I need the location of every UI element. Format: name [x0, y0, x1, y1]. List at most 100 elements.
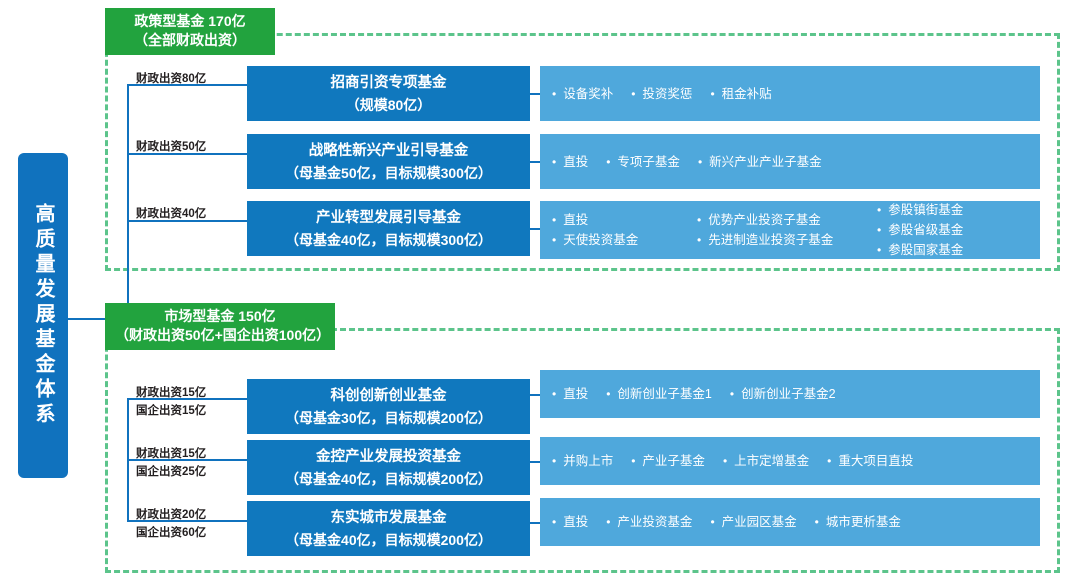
- detail-item: •产业子基金: [631, 451, 705, 471]
- fund-subtitle-market-3: （母基金40亿，目标规模200亿）: [285, 531, 492, 548]
- detail-item: •天使投资基金: [552, 230, 697, 250]
- detail-item: •直投: [552, 512, 588, 532]
- bullet-icon: •: [552, 233, 557, 247]
- detail-item: •直投: [552, 384, 588, 404]
- bullet-icon: •: [606, 515, 611, 529]
- fund-title-market-1: 科创创新创业基金: [330, 387, 447, 404]
- detail-item: •并购上市: [552, 451, 613, 471]
- bullet-icon: •: [697, 154, 703, 169]
- system-title-bar: 高质量发展基金体系: [18, 153, 68, 478]
- detail-list-market-3: •直投 •产业投资基金 •产业园区基金 •城市更析基金: [552, 512, 901, 532]
- detail-columns-policy-3: •直投 •天使投资基金 •优势产业投资子基金 •先进制造业投资子基金 •参股镇街…: [552, 200, 1040, 260]
- detail-item: •投资奖惩: [631, 84, 692, 104]
- detail-column-3: •参股镇街基金 •参股省级基金 •参股国家基金: [877, 200, 1027, 260]
- policy-fund-group-frame: [105, 33, 1060, 271]
- detail-panel-policy-2: •直投 •专项子基金 •新兴产业产业子基金: [540, 134, 1040, 189]
- fund-box-policy-1: 招商引资专项基金 （规模80亿）: [247, 66, 530, 121]
- detail-item: •租金补贴: [710, 84, 771, 104]
- system-title-label: 高质量发展基金体系: [32, 203, 54, 428]
- connector-policy-detail-1: [530, 93, 540, 95]
- category-policy-title: 政策型基金 170亿: [134, 13, 246, 29]
- detail-item: •产业投资基金: [606, 512, 692, 532]
- contrib-market-1-0: 财政出资15亿: [136, 387, 207, 399]
- connector-policy-row3: [127, 220, 247, 222]
- detail-panel-market-1: •直投 •创新创业子基金1 •创新创业子基金2: [540, 370, 1040, 418]
- fund-title-market-3: 东实城市发展基金: [330, 509, 447, 526]
- bullet-icon: •: [827, 454, 832, 468]
- contrib-market-1-1: 国企出资15亿: [136, 405, 207, 417]
- category-header-market: 市场型基金 150亿 （财政出资50亿+国企出资100亿）: [105, 303, 335, 350]
- fund-box-market-3: 东实城市发展基金 （母基金40亿，目标规模200亿）: [247, 501, 530, 556]
- connector-policy-detail-3: [530, 228, 540, 230]
- contrib-policy-2-0: 财政出资50亿: [136, 141, 207, 153]
- detail-panel-market-2: •并购上市 •产业子基金 •上市定增基金 •重大项目直投: [540, 437, 1040, 485]
- detail-item: •优势产业投资子基金: [697, 210, 877, 230]
- connector-market-detail-3: [530, 522, 540, 524]
- bullet-icon: •: [877, 223, 882, 237]
- connector-sidebar-to-market: [68, 318, 106, 320]
- bullet-icon: •: [552, 454, 557, 468]
- bullet-icon: •: [722, 454, 728, 468]
- contrib-market-3-0: 财政出资20亿: [136, 509, 207, 521]
- fund-subtitle-market-2: （母基金40亿，目标规模200亿）: [285, 470, 492, 487]
- detail-item: •参股省级基金: [877, 220, 1027, 240]
- detail-item: •参股镇街基金: [877, 200, 1027, 220]
- bullet-icon: •: [697, 213, 702, 227]
- fund-box-market-1: 科创创新创业基金 （母基金30亿，目标规模200亿）: [247, 379, 530, 434]
- connector-market-row2: [127, 459, 247, 461]
- detail-item: •专项子基金: [606, 152, 680, 172]
- category-market-subtitle: （财政出资50亿+国企出资100亿）: [115, 327, 331, 343]
- detail-item: •新兴产业产业子基金: [698, 152, 822, 172]
- connector-market-row1: [127, 398, 247, 400]
- category-policy-subtitle: （全部财政出资）: [134, 32, 246, 48]
- detail-item: •重大项目直投: [827, 451, 913, 471]
- bullet-icon: •: [814, 515, 819, 529]
- bullet-icon: •: [877, 243, 882, 257]
- bullet-icon: •: [697, 233, 702, 247]
- detail-list-policy-2: •直投 •专项子基金 •新兴产业产业子基金: [552, 152, 822, 172]
- detail-panel-policy-3: •直投 •天使投资基金 •优势产业投资子基金 •先进制造业投资子基金 •参股镇街…: [540, 201, 1040, 259]
- fund-title-market-2: 金控产业发展投资基金: [316, 448, 461, 465]
- detail-item: •先进制造业投资子基金: [697, 230, 877, 250]
- detail-panel-market-3: •直投 •产业投资基金 •产业园区基金 •城市更析基金: [540, 498, 1040, 546]
- bullet-icon: •: [552, 515, 557, 529]
- detail-column-2: •优势产业投资子基金 •先进制造业投资子基金: [697, 210, 877, 250]
- bullet-icon: •: [606, 387, 611, 401]
- bullet-icon: •: [606, 154, 611, 169]
- detail-item: •城市更析基金: [815, 512, 901, 532]
- fund-title-policy-1: 招商引资专项基金: [330, 74, 447, 91]
- bullet-icon: •: [631, 454, 636, 468]
- bullet-icon: •: [552, 387, 557, 401]
- detail-list-market-2: •并购上市 •产业子基金 •上市定增基金 •重大项目直投: [552, 451, 913, 471]
- fund-subtitle-policy-2: （母基金50亿，目标规模300亿）: [285, 164, 492, 181]
- detail-item: •参股国家基金: [877, 240, 1027, 260]
- fund-box-policy-3: 产业转型发展引导基金 （母基金40亿，目标规模300亿）: [247, 201, 530, 256]
- connector-market-detail-1: [530, 394, 540, 396]
- fund-subtitle-policy-1: （规模80亿）: [345, 96, 432, 113]
- detail-item: •产业园区基金: [710, 512, 796, 532]
- bullet-icon: •: [552, 154, 557, 169]
- category-header-policy: 政策型基金 170亿 （全部财政出资）: [105, 8, 275, 55]
- detail-list-policy-1: •设备奖补 •投资奖惩 •租金补贴: [552, 84, 772, 104]
- contrib-market-2-0: 财政出资15亿: [136, 448, 207, 460]
- bullet-icon: •: [631, 86, 636, 101]
- connector-policy-detail-2: [530, 161, 540, 163]
- detail-item: •创新创业子基金1: [606, 384, 712, 404]
- contrib-policy-1-0: 财政出资80亿: [136, 73, 207, 85]
- connector-policy-row2: [127, 153, 247, 155]
- connector-policy-trunk: [127, 84, 129, 319]
- fund-box-market-2: 金控产业发展投资基金 （母基金40亿，目标规模200亿）: [247, 440, 530, 495]
- bullet-icon: •: [710, 515, 715, 529]
- detail-item: •设备奖补: [552, 84, 613, 104]
- bullet-icon: •: [710, 86, 715, 101]
- contrib-policy-3-0: 财政出资40亿: [136, 208, 207, 220]
- detail-item: •直投: [552, 152, 588, 172]
- detail-column-1: •直投 •天使投资基金: [552, 210, 697, 250]
- contrib-market-3-1: 国企出资60亿: [136, 527, 207, 539]
- connector-market-detail-2: [530, 461, 540, 463]
- bullet-icon: •: [552, 86, 557, 101]
- connector-policy-row1: [127, 84, 247, 86]
- detail-panel-policy-1: •设备奖补 •投资奖惩 •租金补贴: [540, 66, 1040, 121]
- fund-subtitle-market-1: （母基金30亿，目标规模200亿）: [285, 409, 492, 426]
